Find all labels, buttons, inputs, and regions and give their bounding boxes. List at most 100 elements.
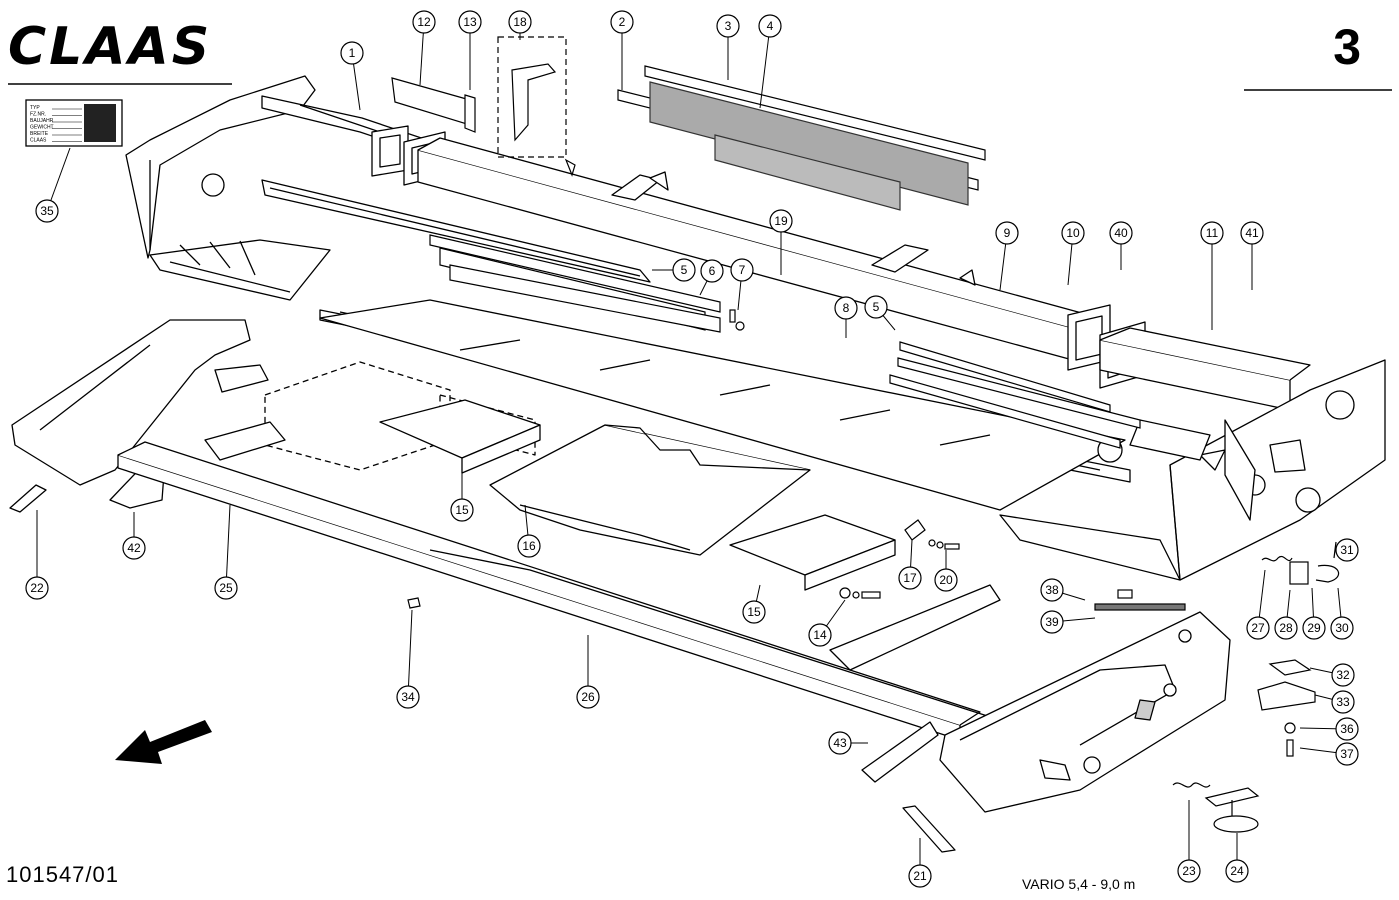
- rear-frame-assembly: [125, 75, 1386, 581]
- callout-circle: [1302, 616, 1326, 640]
- callout-number: 24: [1230, 864, 1244, 878]
- callout-circle: [1200, 221, 1224, 245]
- callout-circle: [1177, 859, 1201, 883]
- callout-circle: [1331, 663, 1355, 687]
- callout-circle: [808, 623, 832, 647]
- callout-number: 2: [619, 15, 626, 29]
- callout-circle: [1061, 221, 1085, 245]
- callout-number: 15: [747, 605, 761, 619]
- callout-40: 40: [1109, 221, 1133, 245]
- callout-number: 30: [1335, 621, 1349, 635]
- callout-38: 38: [1040, 578, 1064, 602]
- callout-39: 39: [1040, 610, 1064, 634]
- callout-number: 6: [709, 264, 716, 278]
- callout-circle: [742, 600, 766, 624]
- callout-number: 18: [513, 15, 527, 29]
- callout-circle: [758, 14, 782, 38]
- callout-number: 26: [581, 690, 595, 704]
- callout-41: 41: [1240, 221, 1264, 245]
- callout-25: 25: [214, 576, 238, 600]
- callout-circle: [214, 576, 238, 600]
- callout-16: 16: [517, 534, 541, 558]
- callout-circle: [672, 258, 696, 282]
- callout-circle: [1335, 538, 1359, 562]
- front-frame-assembly: [9, 319, 1231, 853]
- callout-27: 27: [1246, 616, 1270, 640]
- callout-3: 3: [716, 14, 740, 38]
- callout-number: 28: [1279, 621, 1293, 635]
- callout-circle: [412, 10, 436, 34]
- callout-20: 20: [934, 568, 958, 592]
- callout-circle: [995, 221, 1019, 245]
- type-plate-line: GEWICHT: [30, 125, 54, 131]
- callout-number: 8: [843, 301, 850, 315]
- callout-19: 19: [769, 209, 793, 233]
- callout-31: 31: [1335, 538, 1359, 562]
- callout-number: 39: [1045, 615, 1059, 629]
- callout-21: 21: [908, 864, 932, 888]
- upper-rails-2-3-4: [617, 65, 986, 211]
- callout-number: 27: [1251, 621, 1265, 635]
- callout-32: 32: [1331, 663, 1355, 687]
- callout-36: 36: [1335, 717, 1359, 741]
- callout-6: 6: [700, 259, 724, 283]
- callout-43: 43: [828, 731, 852, 755]
- callout-number: 4: [767, 19, 774, 33]
- callout-26: 26: [576, 685, 600, 709]
- callout-37: 37: [1335, 742, 1359, 766]
- callout-circle: [1225, 859, 1249, 883]
- callout-circle: [716, 14, 740, 38]
- callout-13: 13: [458, 10, 482, 34]
- type-plate-line: CLAAS: [30, 138, 47, 144]
- callout-circle: [834, 296, 858, 320]
- callout-circle: [450, 498, 474, 522]
- callout-circle: [340, 41, 364, 65]
- callout-circle: [458, 10, 482, 34]
- callout-5b: 5: [864, 295, 888, 319]
- callout-42: 42: [122, 536, 146, 560]
- callout-circle: [610, 10, 634, 34]
- callout-number: 33: [1336, 695, 1350, 709]
- callout-35: 35: [35, 199, 59, 223]
- callout-circle: [1109, 221, 1133, 245]
- callout-30: 30: [1330, 616, 1354, 640]
- callout-28: 28: [1274, 616, 1298, 640]
- callout-circle: [1274, 616, 1298, 640]
- callout-circle: [1040, 578, 1064, 602]
- callout-number: 14: [813, 628, 827, 642]
- leader-line: [407, 609, 413, 698]
- skid-rail-parts: [429, 234, 1141, 449]
- callout-number: 43: [833, 736, 847, 750]
- callout-number: 32: [1336, 668, 1350, 682]
- callout-circle: [576, 685, 600, 709]
- callout-number: 37: [1340, 747, 1354, 761]
- callout-circle: [508, 10, 532, 34]
- callout-34: 34: [396, 685, 420, 709]
- callout-23: 23: [1177, 859, 1201, 883]
- callout-14: 14: [808, 623, 832, 647]
- callout-number: 42: [127, 541, 141, 555]
- callout-4: 4: [758, 14, 782, 38]
- callout-circle: [1335, 717, 1359, 741]
- callout-number: 41: [1245, 226, 1259, 240]
- callout-number: 3: [725, 19, 732, 33]
- callout-number: 19: [774, 214, 788, 228]
- callout-circle: [1331, 690, 1355, 714]
- callout-number: 25: [219, 581, 233, 595]
- callout-15a: 15: [450, 498, 474, 522]
- callout-circle: [25, 576, 49, 600]
- callout-circle: [898, 566, 922, 590]
- callout-number: 5: [873, 300, 880, 314]
- small-parts-top: [391, 36, 576, 177]
- callout-18: 18: [508, 10, 532, 34]
- callout-number: 40: [1114, 226, 1128, 240]
- callout-number: 36: [1340, 722, 1354, 736]
- callout-7: 7: [730, 258, 754, 282]
- leader-line: [759, 25, 771, 109]
- callout-number: 11: [1206, 226, 1219, 240]
- brand-wordmark: CLAAS: [8, 17, 212, 72]
- callout-circle: [828, 731, 852, 755]
- callout-2: 2: [610, 10, 634, 34]
- callout-number: 7: [739, 263, 746, 277]
